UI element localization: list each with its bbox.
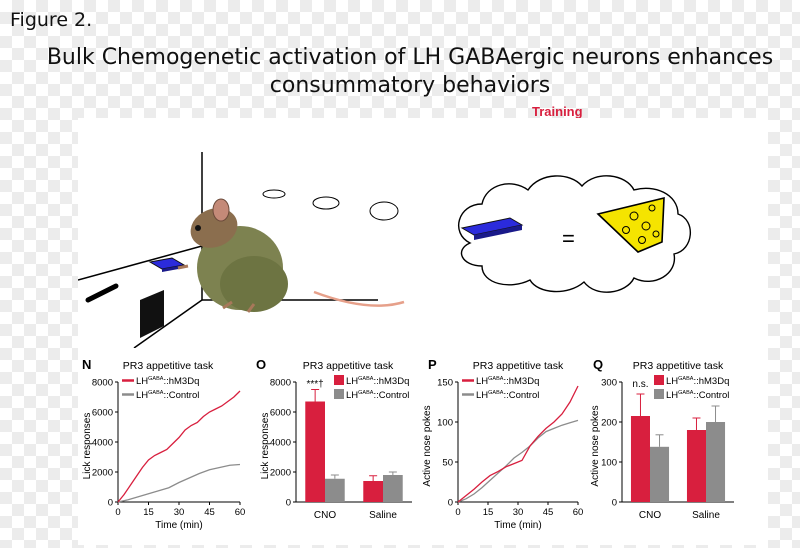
y-tick-label-Q: 100 xyxy=(601,458,617,469)
x-tick-label-N: 60 xyxy=(235,507,246,518)
category-label-O: CNO xyxy=(314,510,336,521)
legend-control-O-swatch xyxy=(334,389,344,399)
x-axis-label-P: Time (min) xyxy=(494,520,541,531)
legend-hm3dq-O: LHGABA::hM3Dq xyxy=(334,375,409,387)
legend-hm3dq-Q: LHGABA::hM3Dq xyxy=(654,375,729,387)
y-tick-label-P: 0 xyxy=(448,498,453,509)
y-tick-label-O: 0 xyxy=(286,498,291,509)
y-tick-label-N: 0 xyxy=(108,498,113,509)
chart-title-Q: PR3 appetitive task xyxy=(633,360,724,372)
panel-label-N: N xyxy=(82,357,91,372)
legend-hm3dq-O-text: LHGABA::hM3Dq xyxy=(346,376,409,387)
x-tick-label-N: 0 xyxy=(115,507,120,518)
category-label-Q: Saline xyxy=(692,510,720,521)
arena-wall-line xyxy=(78,245,203,281)
equals-sign: = xyxy=(562,226,575,251)
legend-control-Q: LHGABA::Control xyxy=(654,389,729,401)
legend-hm3dq-P-text: LHGABA::hM3Dq xyxy=(476,376,539,387)
thought-dot-medium xyxy=(312,196,340,210)
legend-control-N-text: LHGABA::Control xyxy=(136,390,199,401)
y-axis-label-N: Lick responses xyxy=(82,413,93,480)
y-axis-label-P: Active nose pokes xyxy=(422,405,433,486)
legend-hm3dq-Q-swatch xyxy=(654,375,664,385)
legend-control-Q-text: LHGABA::Control xyxy=(666,390,729,401)
legend-control-N: LHGABA::Control xyxy=(122,390,199,401)
category-label-Q: CNO xyxy=(639,510,661,521)
thought-dot-large xyxy=(369,201,399,221)
mouse-illustration xyxy=(177,198,405,313)
x-tick-label-P: 0 xyxy=(455,507,460,518)
figure-title: Bulk Chemogenetic activation of LH GABAe… xyxy=(46,45,774,98)
panel-label-P: P xyxy=(428,357,437,372)
legend-hm3dq-N: LHGABA::hM3Dq xyxy=(122,376,199,387)
y-tick-label-N: 6000 xyxy=(92,408,113,419)
chart-title-O: PR3 appetitive task xyxy=(303,360,394,372)
legend-hm3dq-O-swatch xyxy=(334,375,344,385)
y-tick-label-N: 8000 xyxy=(92,378,113,389)
x-tick-label-N: 30 xyxy=(174,507,185,518)
y-tick-label-Q: 0 xyxy=(612,498,617,509)
legend-hm3dq-P: LHGABA::hM3Dq xyxy=(462,376,539,387)
x-tick-label-N: 45 xyxy=(204,507,215,518)
y-axis-label-O: Lick responses xyxy=(260,413,271,480)
legend-control-Q-swatch xyxy=(654,389,664,399)
y-tick-label-N: 4000 xyxy=(92,438,113,449)
behavior-illustration: = xyxy=(78,152,692,348)
series-line-P-control xyxy=(457,419,579,503)
cheese-icon xyxy=(596,196,665,253)
bar-Q-cno-control xyxy=(650,446,670,502)
series-line-N-hm3dq xyxy=(117,390,241,503)
chart-title-P: PR3 appetitive task xyxy=(473,360,564,372)
y-tick-label-Q: 200 xyxy=(601,418,617,429)
series-line-P-hm3dq xyxy=(457,385,579,503)
y-tick-label-O: 4000 xyxy=(270,438,291,449)
significance-annotation-Q: n.s. xyxy=(632,379,648,390)
arena-floor-edge xyxy=(133,299,203,348)
x-tick-label-P: 45 xyxy=(543,507,554,518)
thought-dot-small xyxy=(262,189,286,199)
y-tick-label-P: 50 xyxy=(442,458,453,469)
figure-label: Figure 2. xyxy=(10,9,93,31)
significance-annotation-O: ***† xyxy=(307,379,324,390)
legend-control-P-text: LHGABA::Control xyxy=(476,390,539,401)
y-tick-label-P: 150 xyxy=(437,378,453,389)
bar-O-saline-hm3dq xyxy=(363,481,383,502)
y-tick-label-Q: 300 xyxy=(601,378,617,389)
bar-O-cno-control xyxy=(325,478,345,502)
chart-title-N: PR3 appetitive task xyxy=(123,360,214,372)
x-tick-label-P: 60 xyxy=(573,507,584,518)
x-axis-label-N: Time (min) xyxy=(155,520,202,531)
panel-label-Q: Q xyxy=(593,357,603,372)
nose-poke-port-icon xyxy=(140,290,164,338)
x-tick-label-P: 15 xyxy=(483,507,494,518)
bar-O-cno-hm3dq xyxy=(305,401,325,502)
series-line-N-control xyxy=(117,463,241,503)
y-tick-label-O: 6000 xyxy=(270,408,291,419)
legend-control-O: LHGABA::Control xyxy=(334,389,409,401)
y-axis-label-Q: Active nose pokes xyxy=(590,405,601,486)
bar-Q-saline-hm3dq xyxy=(686,430,706,502)
panel-label-O: O xyxy=(256,357,266,372)
bar-Q-saline-control xyxy=(706,422,726,502)
bar-O-saline-control xyxy=(383,475,403,502)
x-tick-label-P: 30 xyxy=(513,507,524,518)
dipper-icon xyxy=(85,283,119,303)
legend-hm3dq-Q-text: LHGABA::hM3Dq xyxy=(666,376,729,387)
lever-thought-icon xyxy=(460,217,524,240)
x-tick-label-N: 15 xyxy=(143,507,154,518)
bar-Q-cno-hm3dq xyxy=(630,416,650,502)
legend-control-P: LHGABA::Control xyxy=(462,390,539,401)
training-label: Training xyxy=(532,104,583,119)
y-tick-label-P: 100 xyxy=(437,418,453,429)
category-label-O: Saline xyxy=(369,510,397,521)
y-tick-label-N: 2000 xyxy=(92,468,113,479)
legend-control-O-text: LHGABA::Control xyxy=(346,390,409,401)
y-tick-label-O: 8000 xyxy=(270,378,291,389)
y-tick-label-O: 2000 xyxy=(270,468,291,479)
lever-icon xyxy=(148,257,186,272)
legend-hm3dq-N-text: LHGABA::hM3Dq xyxy=(136,376,199,387)
